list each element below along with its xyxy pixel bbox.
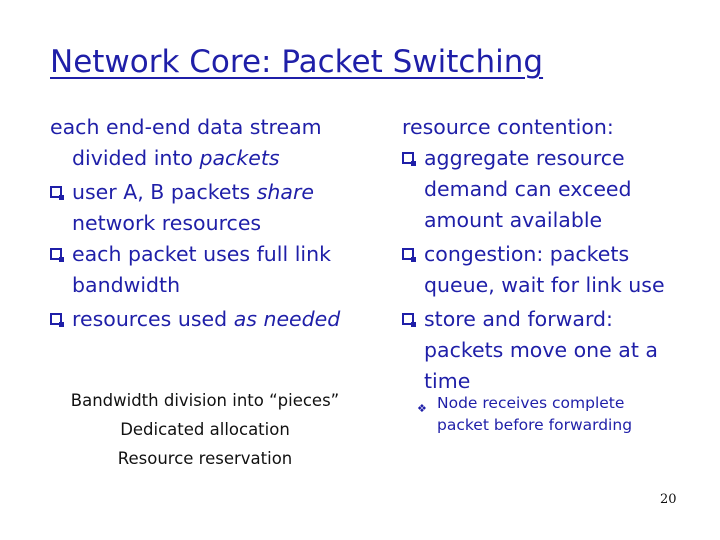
left-bullet-3: resources used as needed [50,304,380,335]
left-bullet-1: user A, B packets share [50,177,380,208]
bullet-emphasis: as needed [233,307,341,331]
right-bullet-1-cont: demand can exceed [424,177,632,201]
bullet-text: aggregate resource [424,146,625,170]
note-line-2: Dedicated allocation [120,420,290,439]
left-bullet-1-cont: network resources [72,211,262,235]
square-bullet-icon [402,152,416,166]
sub-bullet-line-2: packet before forwarding [437,416,633,434]
bullet-text: user A, B packets [72,180,257,204]
square-bullet-icon [402,313,416,327]
bullet-emphasis: share [256,180,314,204]
bullet-text: store and forward: [424,307,613,331]
note-line-1: Bandwidth division into “pieces” [70,391,340,410]
intro-line-2: divided into packets [50,143,380,174]
right-bullet-3-cont: packets move one at a [424,338,658,362]
right-bullet-2-cont: queue, wait for link use [424,273,665,297]
page-number: 20 [660,492,677,507]
right-heading: resource contention: [402,115,614,139]
sub-bullet: ❖ Node receives complete packet before f… [417,392,707,436]
bullet-text: congestion: packets [424,242,630,266]
square-bullet-icon [50,248,64,262]
sub-bullet-line-1: Node receives complete [437,394,625,412]
note-line-3: Resource reservation [117,449,293,468]
right-bullet-3-cont: time [424,369,471,393]
diamond-bullet-icon: ❖ [417,402,427,415]
right-bullet-1-cont: amount available [424,208,603,232]
square-bullet-icon [50,313,64,327]
intro-text: divided into [72,146,200,170]
left-bullet-2-cont: bandwidth [72,273,181,297]
square-bullet-icon [402,248,416,262]
left-bullet-2: each packet uses full link [50,239,380,270]
bullet-text: resources used [72,307,234,331]
intro-line-1: each end-end data stream [50,112,380,143]
right-bullet-2: congestion: packets [402,239,702,270]
right-bullet-1: aggregate resource [402,143,702,174]
left-column: each end-end data stream divided into pa… [50,112,380,335]
right-column: resource contention: aggregate resource … [402,112,702,397]
right-bullet-3: store and forward: [402,304,702,335]
square-bullet-icon [50,186,64,200]
bullet-text: each packet uses full link [72,242,331,266]
slide-title: Network Core: Packet Switching [50,44,544,80]
handwritten-notes: Bandwidth division into “pieces” Dedicat… [50,386,360,473]
intro-text: each end-end data stream [50,115,322,139]
intro-emphasis: packets [199,146,280,170]
